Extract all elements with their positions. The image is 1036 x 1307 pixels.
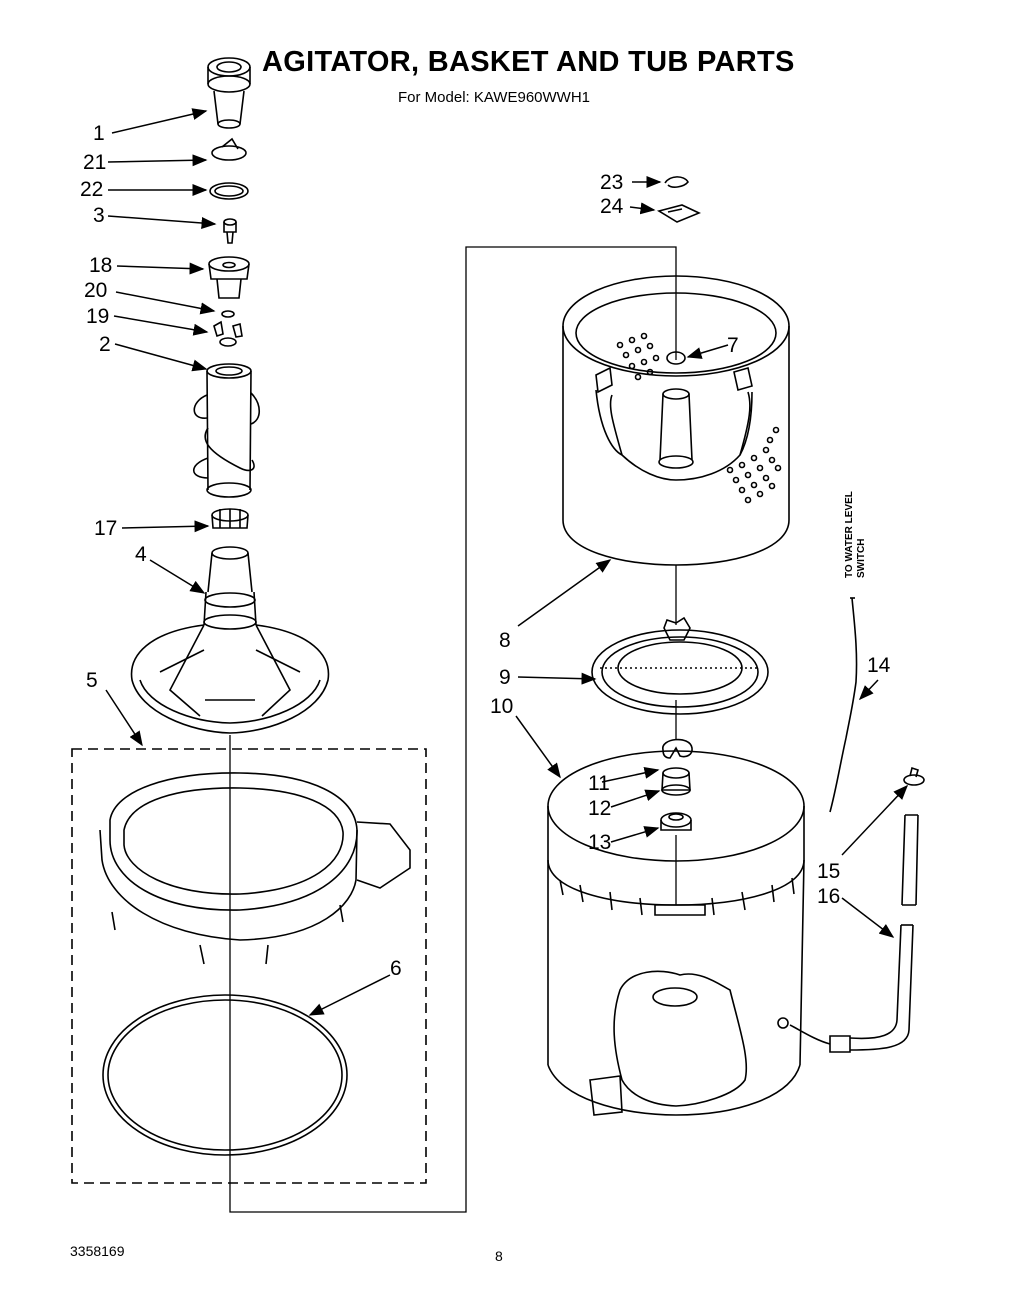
callout-11: 11	[588, 772, 610, 795]
callout-12: 12	[588, 797, 611, 820]
callout-21: 21	[83, 151, 106, 174]
seal-part	[661, 767, 691, 796]
dog-cam-part	[208, 256, 250, 299]
callout-16: 16	[817, 885, 840, 908]
page-number: 8	[495, 1248, 503, 1264]
coupling-part	[211, 508, 249, 529]
callout-4: 4	[135, 543, 147, 566]
seal-ring-part	[209, 182, 249, 200]
agitator-cap-part	[207, 57, 251, 129]
callout-5: 5	[86, 669, 98, 692]
tub-bearing-part	[660, 812, 692, 831]
cam-part	[211, 137, 247, 161]
callout-10: 10	[490, 695, 513, 718]
callout-14: 14	[867, 654, 891, 677]
callout-13: 13	[588, 831, 611, 854]
agitator-base-part	[130, 624, 330, 734]
callout-17: 17	[94, 517, 117, 540]
callout-23: 23	[600, 171, 623, 194]
callout-18: 18	[89, 254, 112, 277]
outer-tub-part	[547, 750, 805, 1116]
agitator-barrel-part	[192, 363, 261, 498]
callout-9: 9	[499, 666, 511, 689]
callout-22: 22	[80, 178, 103, 201]
bolt-part	[223, 218, 237, 244]
callout-2: 2	[99, 333, 111, 356]
callout-8: 8	[499, 629, 511, 652]
balance-ring-part	[99, 772, 411, 965]
pressure-hose-part	[829, 597, 858, 813]
drive-block-hub-part	[203, 546, 257, 630]
washer-part	[221, 310, 235, 318]
callout-6: 6	[390, 957, 402, 980]
callout-24: 24	[600, 195, 624, 218]
page-title: AGITATOR, BASKET AND TUB PARTS	[262, 46, 795, 78]
tub-ring-gasket-part	[102, 994, 348, 1156]
basket-drive-part	[591, 616, 769, 715]
callout-20: 20	[84, 279, 107, 302]
callout-19: 19	[86, 305, 109, 328]
wash-basket-part	[562, 275, 790, 566]
callout-3: 3	[93, 204, 105, 227]
model-subtitle: For Model: KAWE960WWH1	[398, 89, 590, 106]
callout-7: 7	[727, 334, 739, 357]
dogs-part	[213, 320, 243, 347]
retaining-ring-part	[662, 738, 693, 759]
callout-15: 15	[817, 860, 840, 883]
clip-part	[664, 176, 689, 188]
bracket-part	[656, 204, 701, 223]
document-number: 3358169	[70, 1243, 125, 1259]
drain-hose-part	[789, 766, 925, 1053]
callout-1: 1	[93, 122, 105, 145]
